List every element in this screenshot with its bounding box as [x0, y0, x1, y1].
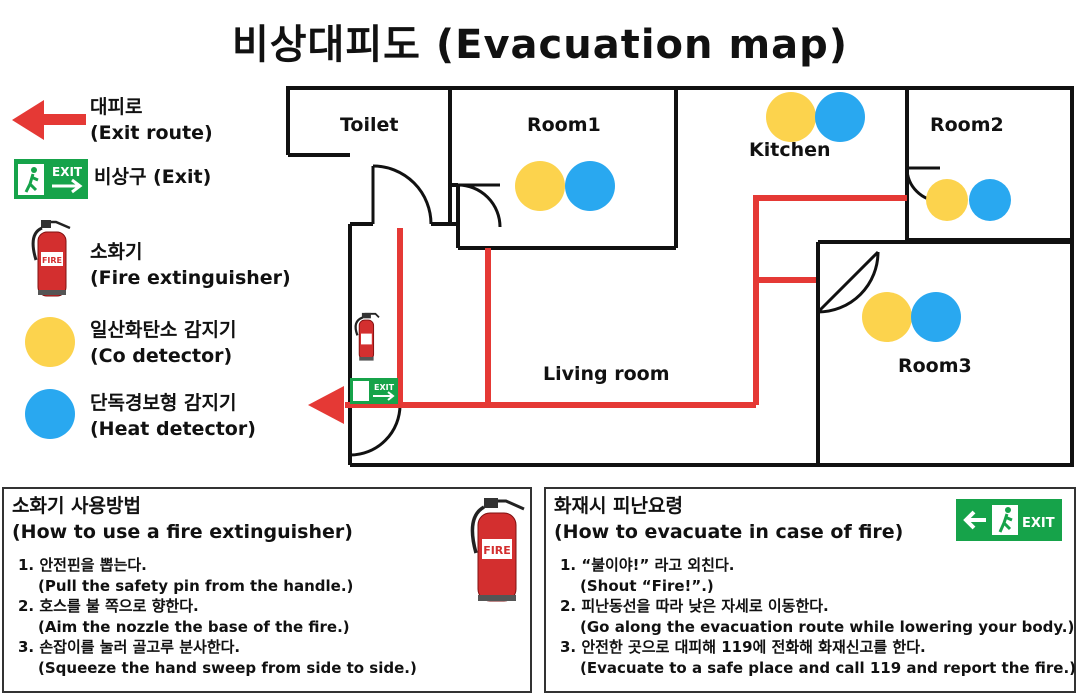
- evac-step-1-ko: 1. “불이야!” 라고 외친다.: [560, 556, 735, 574]
- panel-left-steps: 1. 안전핀을 뽑는다. (Pull the safety pin from t…: [18, 555, 417, 678]
- legend-co-ko: 일산화탄소 감지기: [90, 319, 237, 341]
- step-1-en: (Pull the safety pin from the handle.): [38, 576, 354, 595]
- floor-plan-doors: [349, 164, 941, 457]
- map-title: 비상대피도 (Evacuation map): [231, 22, 849, 68]
- evacuation-instructions-panel: 화재시 피난요령 (How to evacuate in case of fir…: [544, 487, 1076, 693]
- room2-co-detector: [926, 179, 968, 221]
- legend-co-detector: 일산화탄소 감지기 (Co detector): [90, 317, 236, 369]
- step-2-ko: 2. 호스를 불 쪽으로 향한다.: [18, 597, 199, 615]
- legend-extinguisher-ko: 소화기: [90, 241, 143, 263]
- map-exit-sign-text: EXIT: [374, 383, 395, 392]
- legend-exit-route: 대피로 (Exit route): [90, 94, 213, 146]
- room-label-room2: Room2: [930, 114, 1004, 136]
- fire-extinguisher-instructions-panel: 소화기 사용방법 (How to use a fire extinguisher…: [2, 487, 532, 693]
- panel-left-title-ko: 소화기 사용방법: [12, 495, 141, 517]
- floor-plan-drawing: EXIT FIRE: [12, 86, 1074, 467]
- room3-heat-detector: [911, 292, 961, 342]
- evacuation-route: [345, 195, 907, 408]
- legend-co-icon: [25, 317, 75, 367]
- legend-exit-route-ko: 대피로: [90, 96, 143, 118]
- panel-right-title-en: (How to evacuate in case of fire): [554, 521, 904, 543]
- panel-exit-sign-icon: EXIT: [956, 499, 1062, 541]
- kitchen-co-detector: [766, 92, 816, 142]
- evac-step-2-ko: 2. 피난동선을 따라 낮은 자세로 이동한다.: [560, 597, 829, 615]
- legend-exit-route-en: (Exit route): [90, 122, 213, 144]
- legend-extinguisher: 소화기 (Fire extinguisher): [90, 239, 291, 291]
- legend-exit-sign-icon: EXIT: [14, 159, 88, 199]
- evac-step-3-en: (Evacuate to a safe place and call 119 a…: [580, 658, 1077, 677]
- step-3-ko: 3. 손잡이를 눌러 골고루 분사한다.: [18, 638, 241, 656]
- panel-right-title-ko: 화재시 피난요령: [554, 495, 683, 517]
- legend-heat-ko: 단독경보형 감지기: [90, 392, 237, 414]
- panel-extinguisher-icon: FIRE: [470, 498, 525, 602]
- exit-arrow-icon: [308, 386, 344, 424]
- room3-co-detector: [862, 292, 912, 342]
- panel-left-title-en: (How to use a fire extinguisher): [12, 521, 353, 543]
- panel-exit-sign-text: EXIT: [1022, 516, 1055, 531]
- legend-extinguisher-icon: FIRE: [31, 220, 71, 297]
- legend-heat-detector: 단독경보형 감지기 (Heat detector): [90, 390, 256, 442]
- room1-co-detector: [515, 161, 565, 211]
- legend-exit-label: 비상구 (Exit): [94, 166, 212, 188]
- room-label-toilet: Toilet: [340, 114, 399, 136]
- room2-heat-detector: [969, 179, 1011, 221]
- map-exit-sign-icon: EXIT: [350, 378, 398, 404]
- step-2-en: (Aim the nozzle the base of the fire.): [38, 617, 350, 636]
- room-label-room3: Room3: [898, 355, 972, 377]
- panel-right-steps: 1. “불이야!” 라고 외친다. (Shout “Fire!”.) 2. 피난…: [560, 555, 1076, 678]
- legend-arrow-icon: [12, 100, 86, 140]
- step-3-en: (Squeeze the hand sweep from side to sid…: [38, 658, 417, 677]
- room-label-room1: Room1: [527, 114, 601, 136]
- legend-exit-sign-text: EXIT: [52, 165, 83, 179]
- panel-extinguisher-fire-text: FIRE: [483, 544, 511, 557]
- kitchen-heat-detector: [815, 92, 865, 142]
- evac-step-3-ko: 3. 안전한 곳으로 대피해 119에 전화해 화재신고를 한다.: [560, 638, 926, 656]
- room-label-living: Living room: [543, 363, 670, 385]
- legend-heat-icon: [25, 389, 75, 439]
- room1-heat-detector: [565, 161, 615, 211]
- evac-step-1-en: (Shout “Fire!”.): [580, 576, 714, 595]
- step-1-ko: 1. 안전핀을 뽑는다.: [18, 556, 147, 574]
- map-extinguisher-icon: [354, 311, 381, 362]
- legend-co-en: (Co detector): [90, 345, 233, 367]
- floor-plan-walls: [286, 86, 1074, 467]
- room-label-kitchen: Kitchen: [749, 139, 831, 161]
- evac-step-2-en: (Go along the evacuation route while low…: [580, 617, 1075, 636]
- legend-heat-en: (Heat detector): [90, 418, 256, 440]
- legend-extinguisher-fire-text: FIRE: [42, 256, 62, 265]
- legend-extinguisher-en: (Fire extinguisher): [90, 267, 291, 289]
